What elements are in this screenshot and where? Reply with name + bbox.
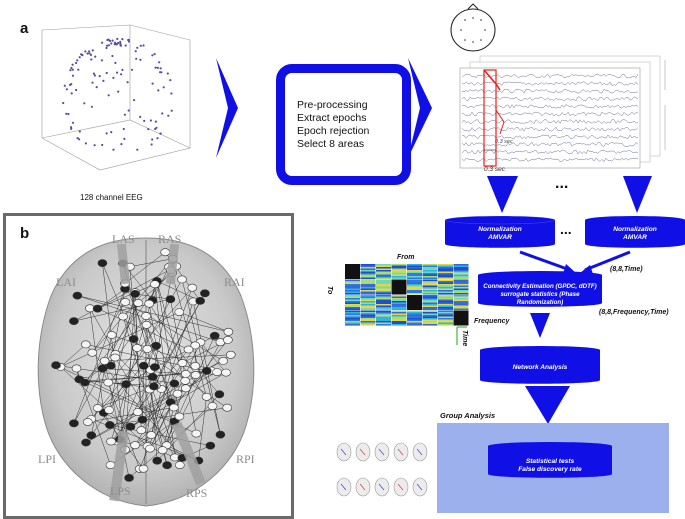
matrix-from-label: From [397, 254, 415, 261]
panel-b-frame: LAS RAS LAI RAI LPI RPI LPS RPS [3, 213, 294, 519]
connectivity-label: Connectivity Estimation (GPDC, dDTF) sur… [478, 283, 602, 315]
normalization-right-subtitle: AMVAR [623, 234, 647, 241]
lobe-lpi: LPI [38, 452, 56, 467]
lobe-ras: RAS [158, 232, 181, 247]
normalization-left-title: Normalization [478, 226, 522, 233]
eeg-trace-stack [440, 50, 680, 180]
lobe-rpi: RPI [236, 452, 255, 467]
network-analysis-label: Network Analysis [480, 364, 600, 372]
matrix-axis-marker [455, 325, 469, 347]
normalization-left-label: Normalization AMVAR [448, 226, 552, 242]
arrow-right-1 [216, 58, 238, 158]
connectivity-line-2: surrogate statistics (Phase Randomizatio… [500, 291, 579, 306]
step-preprocessing: Pre-processing [297, 99, 368, 111]
brain-thumbnails [336, 440, 436, 500]
arrow-right-2 [408, 58, 432, 158]
matrix-frequency-label: Frequency [474, 318, 509, 325]
lobe-lps: LPS [110, 484, 131, 499]
preprocessing-box: Pre-processing Extract epochs Epoch reje… [276, 64, 411, 185]
dimension-time: (8,8,Time) [610, 266, 643, 273]
connectivity-line-1: Connectivity Estimation (GPDC, dDTF) [483, 283, 596, 290]
connectivity-matrix [345, 264, 469, 326]
step-epoch-rejection: Epoch rejection [297, 125, 369, 137]
lobe-rps: RPS [186, 486, 207, 501]
statistical-tests-label: Statistical tests False discovery rate [488, 458, 612, 474]
window-label-small: 0.3 sec [495, 139, 513, 145]
connectivity-line-3: False discovery rate [510, 307, 570, 314]
lobe-lai: LAI [56, 275, 76, 290]
group-analysis-title: Group Analysis [440, 411, 495, 420]
lobe-las: LAS [112, 232, 135, 247]
head-diagram [447, 3, 499, 53]
step-select-areas: Select 8 areas [297, 138, 364, 150]
dimension-frequency: (8,8,Frequency,Time) [599, 309, 669, 316]
panel-b-letter: b [20, 225, 29, 242]
brain-electrode-map [6, 216, 291, 516]
normalization-right-label: Normalization AMVAR [585, 226, 685, 242]
stat-line-2: False discovery rate [518, 466, 581, 473]
lobe-rai: RAI [224, 275, 245, 290]
matrix-to-label: To [326, 286, 333, 294]
step-extract-epochs: Extract epochs [297, 112, 366, 124]
normalization-right-title: Normalization [613, 226, 657, 233]
stat-line-1: Statistical tests [526, 458, 574, 465]
normalization-left-subtitle: AMVAR [488, 234, 512, 241]
